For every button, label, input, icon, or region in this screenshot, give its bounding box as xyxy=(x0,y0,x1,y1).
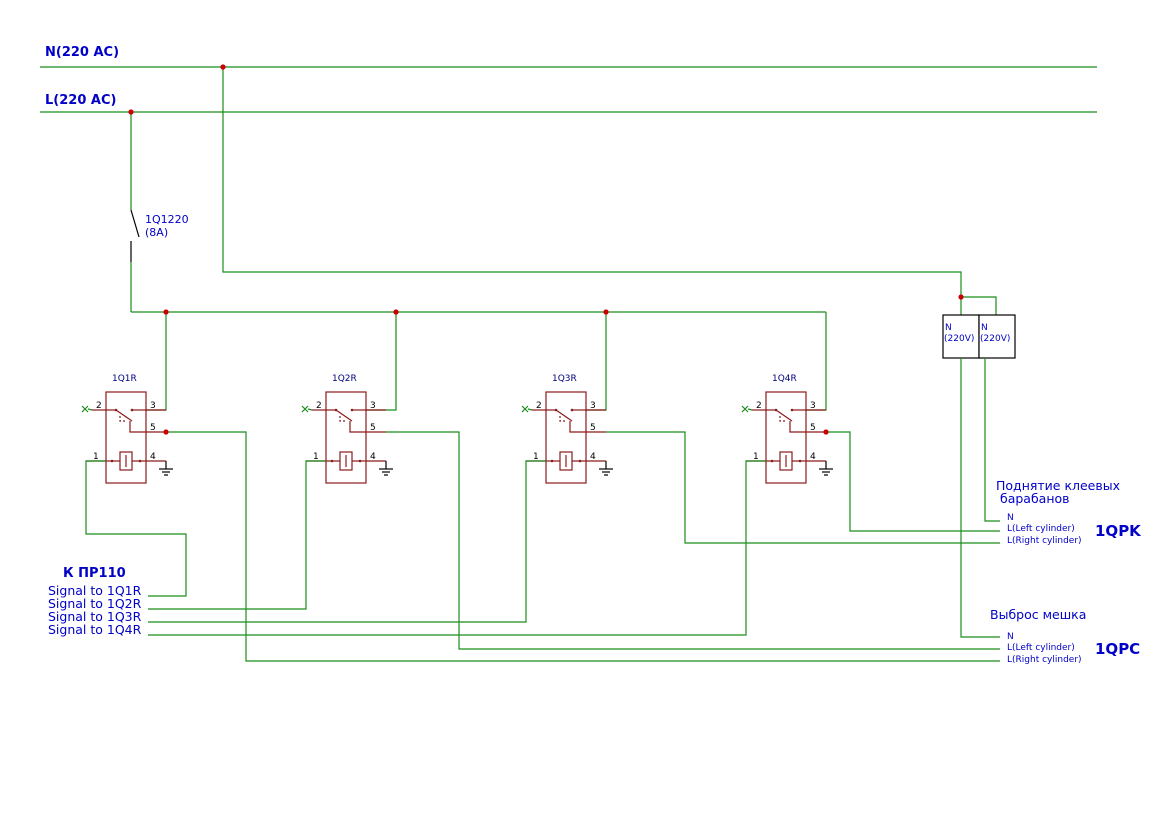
relay1-coil-wire xyxy=(85,460,187,597)
no-connect-icon xyxy=(521,405,529,413)
relay-body xyxy=(325,391,367,484)
relay-pin-label: 4 xyxy=(810,452,816,462)
relay-name: 1Q4R xyxy=(772,374,797,384)
load-1qpc-terminal-right: L(Right cylinder) xyxy=(1007,655,1082,665)
relay2-coil-wire xyxy=(148,460,326,610)
load-1qpk-desc1: Поднятие клеевых xyxy=(996,478,1120,493)
relay-pin-label: 3 xyxy=(810,401,816,411)
line-bus-label: L(220 AC) xyxy=(45,93,116,108)
relay-pin-label: 5 xyxy=(370,423,376,433)
supply-block-2-bottom: (220V) xyxy=(980,334,1010,344)
controller-signal-4: Signal to 1Q4R xyxy=(48,622,142,637)
load-1qpk-terminal-right: L(Right cylinder) xyxy=(1007,536,1082,546)
load-1qpk: Поднятие клеевых барабанов N L(Left cyli… xyxy=(996,478,1142,546)
junction-dot xyxy=(128,109,134,115)
relay-group: 1Q1R 2 3 5 1 4 1Q2R 2 3 5 1 4 1Q3R 2 3 5 1 4 1Q4R 2 3 5 1 4 xyxy=(81,312,833,484)
neutral-bus-label: N(220 AC) xyxy=(45,45,119,60)
neutral-drop-wire xyxy=(222,67,997,315)
load-1qpc: Выброс мешка N L(Left cylinder) L(Right … xyxy=(990,607,1140,665)
relay-feed-wire xyxy=(806,312,827,411)
relay-feed-wire xyxy=(146,312,167,411)
relay-pin-label: 5 xyxy=(810,423,816,433)
relay-pin-label: 1 xyxy=(313,452,319,462)
supply-block-1: N (220V) xyxy=(942,314,980,359)
relay-pin-label: 4 xyxy=(590,452,596,462)
relay-feed-wire xyxy=(366,312,397,411)
relay-name: 1Q3R xyxy=(552,374,577,384)
breaker-1q1220: 1Q1220 (8A) xyxy=(130,112,189,312)
relay-body xyxy=(765,391,807,484)
relay-name: 1Q2R xyxy=(332,374,357,384)
load-1qpc-terminal-n: N xyxy=(1007,632,1014,642)
junction-dot xyxy=(603,309,609,315)
relay-pin-label: 2 xyxy=(756,401,762,411)
relay-pin-label: 2 xyxy=(316,401,322,411)
relay-body xyxy=(105,391,147,484)
junction-dot xyxy=(220,64,226,70)
relay-feed-wire xyxy=(586,312,607,411)
neutral-to-1qpk xyxy=(984,358,1000,522)
no-connect-icon xyxy=(301,405,309,413)
relay-3: 1Q3R 2 3 5 1 4 xyxy=(521,312,613,484)
load-1qpk-terminal-n: N xyxy=(1007,513,1014,523)
relay-pin-label: 1 xyxy=(753,452,759,462)
no-connect-icon xyxy=(81,405,89,413)
junction-dot xyxy=(163,309,169,315)
relay-pin-label: 1 xyxy=(533,452,539,462)
relay-pin-label: 3 xyxy=(590,401,596,411)
supply-block-1-bottom: (220V) xyxy=(944,334,974,344)
junction-dot xyxy=(163,429,169,435)
supply-block-2: N (220V) xyxy=(978,314,1016,359)
load-1qpc-name: 1QPC xyxy=(1095,640,1140,658)
relay-name: 1Q1R xyxy=(112,374,137,384)
breaker-name: 1Q1220 xyxy=(145,213,189,226)
relay3-out-wire xyxy=(606,431,1000,544)
controller-title: К ПР110 xyxy=(63,566,126,581)
junction-dot xyxy=(958,294,964,300)
breaker-rating: (8A) xyxy=(145,226,168,239)
relay4-coil-wire xyxy=(148,460,766,636)
relay-body xyxy=(545,391,587,484)
supply-block-1-top: N xyxy=(945,323,952,333)
supply-block-2-top: N xyxy=(981,323,988,333)
relay3-coil-wire xyxy=(148,460,546,623)
junction-dots xyxy=(128,64,964,435)
relay1-out-wire xyxy=(166,431,1000,662)
relay-pin-label: 5 xyxy=(590,423,596,433)
relay-1: 1Q1R 2 3 5 1 4 xyxy=(81,312,173,484)
relay-4: 1Q4R 2 3 5 1 4 xyxy=(741,312,833,484)
relay-2: 1Q2R 2 3 5 1 4 xyxy=(301,312,397,484)
load-1qpk-name: 1QPK xyxy=(1095,522,1142,540)
junction-dot xyxy=(823,429,829,435)
relay4-out-wire xyxy=(826,431,1000,532)
controller-signal-2: Signal to 1Q2R xyxy=(48,596,142,611)
relay-pin-label: 2 xyxy=(536,401,542,411)
neutral-to-1qpc xyxy=(960,358,1000,638)
load-1qpk-terminal-left: L(Left cylinder) xyxy=(1007,524,1075,534)
relay2-out-wire xyxy=(386,431,1000,650)
relay-pin-label: 4 xyxy=(150,452,156,462)
relay-pin-label: 5 xyxy=(150,423,156,433)
relay-pin-label: 1 xyxy=(93,452,99,462)
controller-signal-1: Signal to 1Q1R xyxy=(48,583,142,598)
junction-dot xyxy=(393,309,399,315)
relay-pin-label: 3 xyxy=(370,401,376,411)
load-1qpc-terminal-left: L(Left cylinder) xyxy=(1007,643,1075,653)
relay-pin-label: 2 xyxy=(96,401,102,411)
no-connect-icon xyxy=(741,405,749,413)
relay-pin-label: 4 xyxy=(370,452,376,462)
relay-pin-label: 3 xyxy=(150,401,156,411)
load-1qpk-desc2: барабанов xyxy=(1000,491,1070,506)
controller-signal-3: Signal to 1Q3R xyxy=(48,609,142,624)
load-1qpc-desc1: Выброс мешка xyxy=(990,607,1086,622)
